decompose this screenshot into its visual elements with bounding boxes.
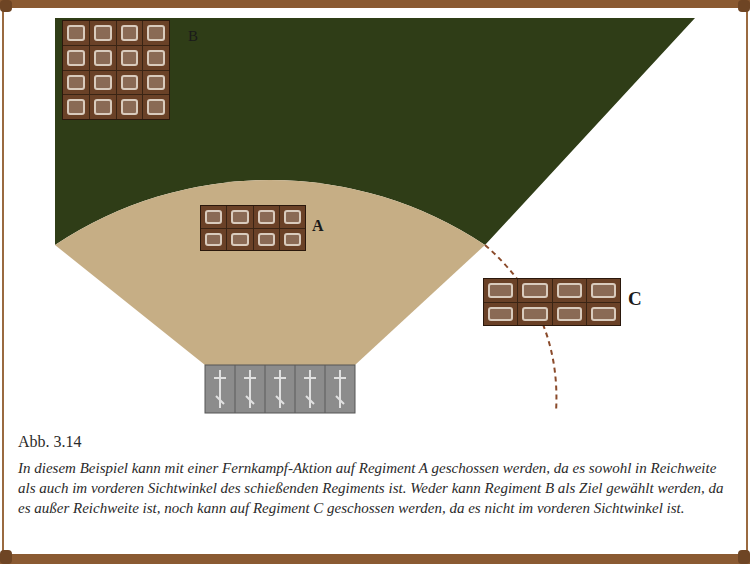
frame-corner xyxy=(738,0,750,12)
unit-base xyxy=(90,71,116,95)
regiment-bases xyxy=(200,205,306,251)
unit-base xyxy=(143,95,169,119)
unit-base xyxy=(143,71,169,95)
regiment-bases xyxy=(483,278,621,326)
regiment: C xyxy=(483,278,621,326)
unit-base xyxy=(63,21,89,45)
frame-corner xyxy=(0,550,12,564)
range-arc-dashed xyxy=(485,245,556,412)
unit-base xyxy=(518,279,551,302)
figure-caption: In diesem Beispiel kann mit einer Fernka… xyxy=(18,458,734,518)
range-zone xyxy=(55,180,485,365)
unit-base xyxy=(280,206,305,228)
unit-base xyxy=(254,229,279,251)
unit-base xyxy=(254,206,279,228)
unit-base xyxy=(553,303,586,326)
unit-base xyxy=(553,279,586,302)
unit-base xyxy=(201,229,226,251)
unit-base xyxy=(63,71,89,95)
parchment-frame xyxy=(3,4,747,558)
unit-base xyxy=(227,229,252,251)
unit-base xyxy=(143,46,169,70)
frame-corner xyxy=(0,0,12,12)
unit-base xyxy=(280,229,305,251)
unit-base xyxy=(117,21,143,45)
shooting-regiment xyxy=(205,365,355,413)
unit-base xyxy=(90,95,116,119)
frame-top-band xyxy=(0,0,750,8)
regiment-letter: B xyxy=(188,28,198,45)
unit-base xyxy=(227,206,252,228)
unit-base xyxy=(143,21,169,45)
frame-bottom-band xyxy=(0,554,750,564)
regiment-letter: A xyxy=(312,217,324,235)
unit-base xyxy=(201,206,226,228)
unit-base xyxy=(63,95,89,119)
unit-base xyxy=(587,303,620,326)
regiment-bases xyxy=(62,20,170,120)
unit-base xyxy=(587,279,620,302)
regiment: B xyxy=(62,20,170,120)
unit-base xyxy=(117,46,143,70)
unit-base xyxy=(90,21,116,45)
unit-base xyxy=(117,71,143,95)
unit-base xyxy=(117,95,143,119)
regiment: A xyxy=(200,205,306,251)
figure-number: Abb. 3.14 xyxy=(18,433,82,451)
frame-corner xyxy=(738,550,750,564)
unit-base xyxy=(484,279,517,302)
unit-base xyxy=(90,46,116,70)
regiment-letter: C xyxy=(628,288,642,310)
unit-base xyxy=(518,303,551,326)
unit-base xyxy=(484,303,517,326)
unit-base xyxy=(63,46,89,70)
